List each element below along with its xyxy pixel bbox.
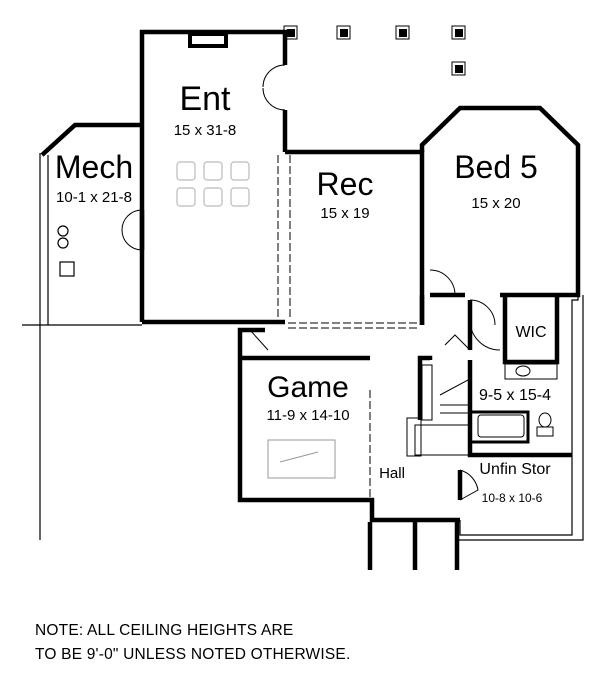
bath-fixtures xyxy=(468,363,558,444)
rec-size: 15 x 19 xyxy=(320,205,369,222)
game-size: 11-9 x 14-10 xyxy=(266,407,349,424)
fireplace xyxy=(188,32,228,48)
bed5-name: Bed 5 xyxy=(454,149,538,185)
thin-lines xyxy=(22,153,584,541)
bath-size: 9-5 x 15-4 xyxy=(479,387,551,404)
doors xyxy=(121,64,501,501)
theater-seats xyxy=(176,161,250,207)
ent-size: 15 x 31-8 xyxy=(174,122,237,139)
hall-name: Hall xyxy=(379,465,405,482)
piers xyxy=(283,25,466,76)
wic-name: WIC xyxy=(515,324,546,341)
game-name: Game xyxy=(267,371,349,404)
unfin-size: 10-8 x 10-6 xyxy=(482,491,543,505)
note-line-1: NOTE: ALL CEILING HEIGHTS ARE xyxy=(35,622,294,639)
note-line-2: TO BE 9'-0" UNLESS NOTED OTHERWISE. xyxy=(35,646,351,663)
ent-name: Ent xyxy=(179,80,231,118)
unfin-name: Unfin Stor xyxy=(479,461,551,478)
dashed-openings xyxy=(277,155,420,500)
mech-size: 10-1 x 21-8 xyxy=(56,189,132,206)
bed5-size: 15 x 20 xyxy=(471,195,520,212)
stairs xyxy=(406,364,471,457)
mech-name: Mech xyxy=(55,149,133,185)
pool-table xyxy=(267,439,336,479)
rec-name: Rec xyxy=(317,166,374,202)
walls xyxy=(40,29,581,570)
